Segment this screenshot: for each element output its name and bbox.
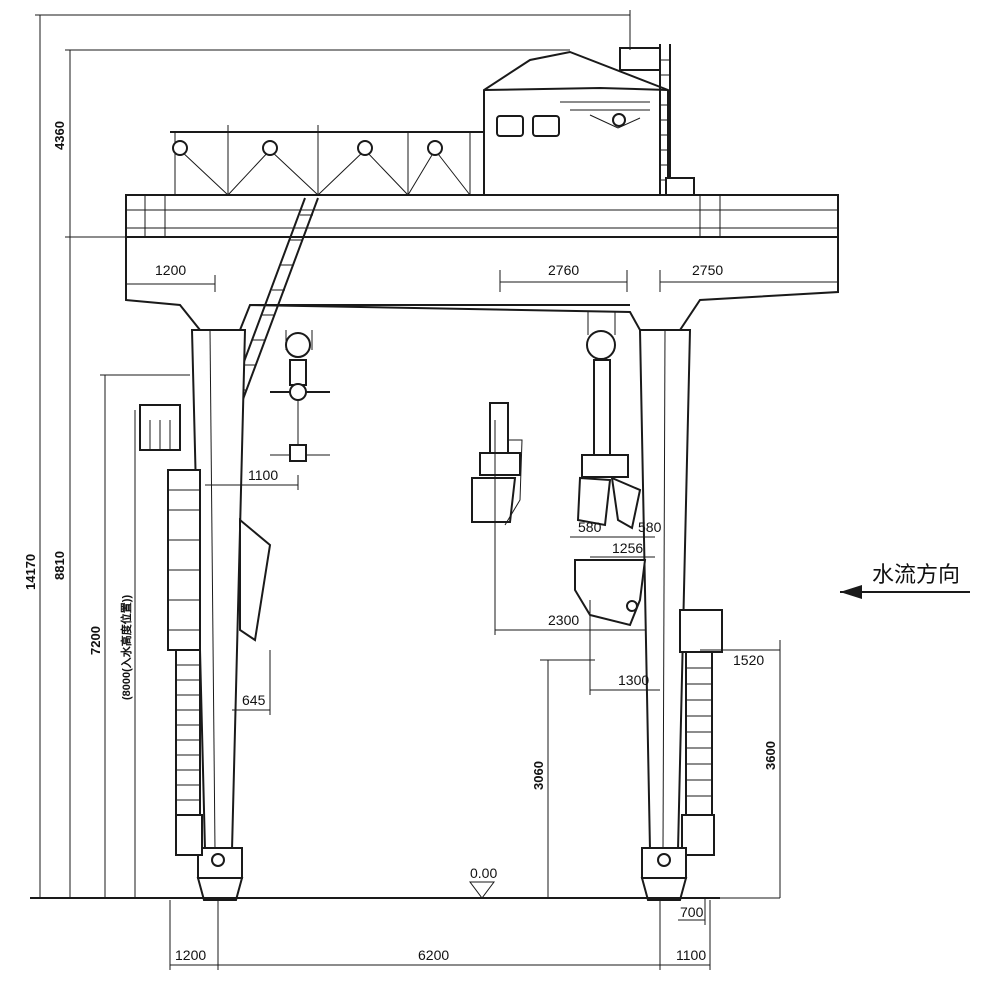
flow-direction-arrow (840, 585, 970, 599)
dim-grab-580-b: 580 (638, 519, 662, 535)
flow-direction-label: 水流方向 (872, 563, 960, 588)
dim-right-cantilever: 2750 (692, 262, 723, 278)
dim-trolley-gauge: 2760 (548, 262, 579, 278)
grab-open (471, 402, 523, 526)
dim-height-3600: 3600 (763, 741, 778, 770)
grab-closed (574, 312, 647, 627)
dim-height-7200: 7200 (88, 626, 103, 655)
dim-height-8810: 8810 (52, 551, 67, 580)
dim-grab-1256: 1256 (612, 540, 643, 556)
dim-1300: 1300 (618, 672, 649, 688)
left-leg (139, 329, 272, 901)
dimension-lines (35, 10, 838, 970)
dim-645: 645 (242, 692, 266, 708)
main-girder (125, 194, 839, 331)
dim-hook-offset: 1100 (248, 467, 278, 483)
dim-vertical-note: (8000(入水高度位置)) (119, 595, 133, 700)
dim-total-height: 14170 (23, 554, 38, 590)
right-leg (638, 329, 723, 901)
dim-span: 6200 (418, 947, 449, 963)
dim-height-4360: 4360 (52, 121, 67, 150)
dim-grab-2300: 2300 (548, 612, 579, 628)
dim-height-3060: 3060 (531, 761, 546, 790)
dim-grab-580-a: 580 (578, 519, 602, 535)
hook-block (270, 330, 330, 462)
dim-bottom-left: 1200 (175, 947, 206, 963)
dim-700: 700 (680, 904, 704, 920)
ground-line (30, 881, 720, 899)
hoist-rail-frame (170, 125, 484, 196)
level-mark: 0.00 (470, 865, 497, 881)
dim-1520: 1520 (733, 652, 764, 668)
dim-bottom-right: 1100 (676, 947, 706, 963)
dim-left-top-rail: 1200 (155, 262, 186, 278)
